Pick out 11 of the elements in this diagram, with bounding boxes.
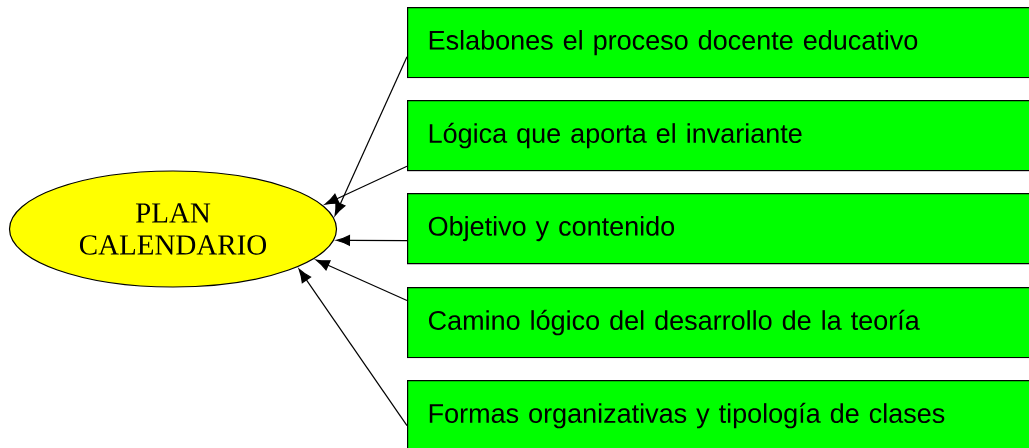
process-box: Objetivo y contenido bbox=[407, 193, 1029, 265]
arrow bbox=[335, 234, 408, 246]
process-box: Formas organizativas y tipología de clases bbox=[407, 380, 1029, 448]
process-box: Eslabones el proceso docente educativo bbox=[407, 7, 1029, 79]
arrow bbox=[315, 259, 408, 302]
ellipse-node: PLAN CALENDARIO bbox=[8, 170, 338, 288]
arrow bbox=[324, 165, 408, 205]
process-box: Lógica que aporta el invariante bbox=[407, 100, 1029, 172]
arrow bbox=[334, 56, 408, 217]
arrow bbox=[298, 268, 408, 427]
process-box: Camino lógico del desarrollo de la teoría bbox=[407, 287, 1029, 359]
